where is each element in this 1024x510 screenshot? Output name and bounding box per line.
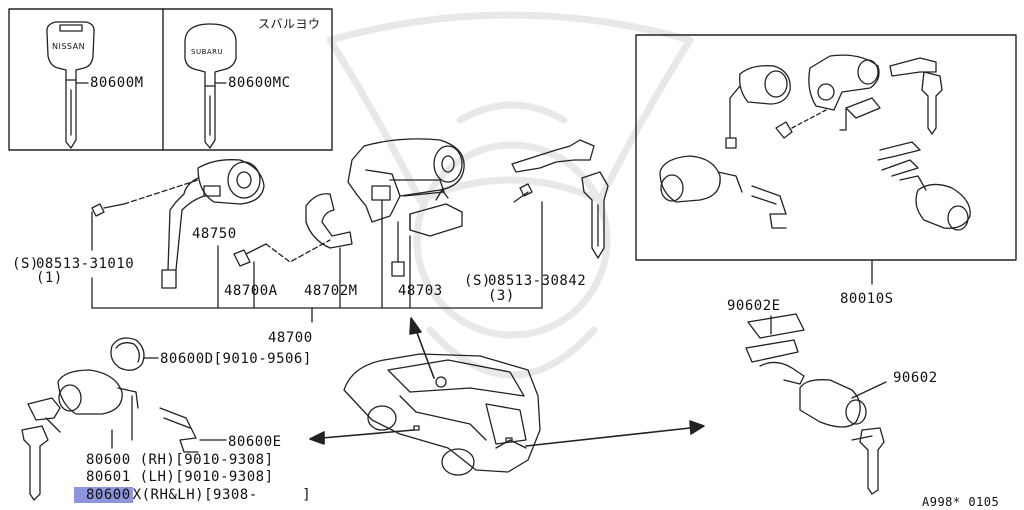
assembly-box-80010s bbox=[635, 34, 1017, 285]
screw-08513-31010 bbox=[91, 179, 199, 217]
screw-symbol-right: (S) bbox=[464, 273, 491, 289]
vehicle-outline bbox=[343, 353, 541, 476]
part-80010s: 80010S bbox=[840, 291, 894, 307]
part-90602: 90602 bbox=[893, 370, 938, 386]
middle-keys bbox=[511, 139, 609, 259]
qty-08513-30842: (3) bbox=[488, 288, 515, 304]
part-80600m: 80600M bbox=[90, 75, 144, 91]
highlighted-part-80600[interactable]: 80600 bbox=[74, 487, 133, 503]
part-48700: 48700 bbox=[268, 330, 313, 346]
switch-48703 bbox=[391, 189, 463, 277]
part-line-80600: 80600 (RH)[9010-9308] bbox=[86, 452, 274, 468]
part-48703: 48703 bbox=[398, 283, 443, 299]
door-lock-80600 bbox=[21, 337, 227, 501]
part-line-80601: 80601 (LH)[9010-9308] bbox=[86, 469, 274, 485]
qty-08513-31010: (1) bbox=[36, 270, 63, 286]
key-box bbox=[8, 8, 333, 151]
part-80600mc: 80600MC bbox=[228, 75, 291, 91]
figure-code: A998* 0105 bbox=[922, 495, 1000, 509]
watermark bbox=[326, 11, 694, 379]
bracket-48702m bbox=[305, 193, 353, 249]
part-48702m: 48702M bbox=[304, 283, 358, 299]
subaru-logo-text: SUBARU bbox=[191, 48, 224, 56]
part-90602e: 90602E bbox=[727, 298, 781, 314]
nissan-logo-text: NISSAN bbox=[52, 42, 86, 51]
part-48700a: 48700A bbox=[224, 283, 278, 299]
nissan-key bbox=[46, 21, 95, 149]
arrows bbox=[309, 317, 705, 447]
part-80600e: 80600E bbox=[228, 434, 282, 450]
part-08513-30842: 08513-30842 bbox=[488, 273, 587, 289]
assembly-48700-leaders bbox=[91, 199, 543, 323]
part-08513-31010: 08513-31010 bbox=[36, 256, 135, 272]
subaru-note: スバルヨウ bbox=[258, 17, 321, 31]
part-48750: 48750 bbox=[192, 226, 237, 242]
part-80600d: 80600D[9010-9506] bbox=[160, 351, 312, 367]
rear-lock-90602 bbox=[745, 313, 887, 495]
steering-lock-housing bbox=[347, 138, 465, 223]
screw-08513-30842 bbox=[513, 183, 533, 203]
screw-symbol-left: (S) bbox=[12, 256, 39, 272]
subaru-key bbox=[184, 23, 237, 149]
lock-cylinder-48750 bbox=[161, 159, 265, 289]
bolt-48700a bbox=[233, 239, 331, 267]
